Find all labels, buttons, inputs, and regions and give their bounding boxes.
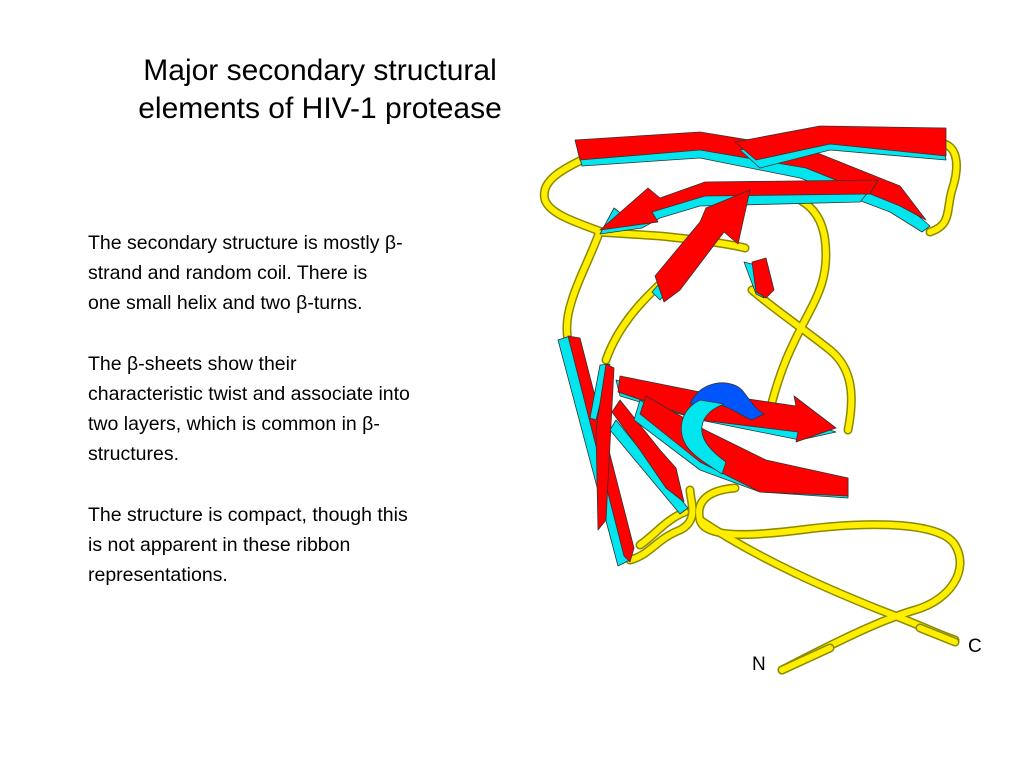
paragraph-line: representations. [88,564,228,586]
beta-turn-small [751,257,775,299]
paragraph-line: two layers, which is common in β- [88,413,380,435]
helix-front [680,399,727,475]
title-line-1: Major secondary structural [143,54,497,87]
paragraph-line: structures. [88,443,180,465]
c-terminus-label: C [968,636,982,657]
paragraph-line: one small helix and two β-turns. [88,292,363,314]
n-terminus-label: N [752,654,766,675]
helix-back [689,382,765,421]
paragraph-secondary-structure: The secondary structure is mostly β- str… [88,228,518,318]
paragraph-beta-sheets: The β-sheets show their characteristic t… [88,349,518,469]
beta-arrow-center [654,189,751,303]
body-text: The secondary structure is mostly β- str… [88,228,518,621]
paragraph-line: is not apparent in these ribbon [88,534,351,556]
paragraph-line: The β-sheets show their [88,353,297,375]
beta-strand-top-right [734,125,947,161]
paragraph-line: The secondary structure is mostly β- [88,232,403,254]
paragraph-line: characteristic twist and associate into [88,383,410,405]
beta-strand-left-inner [595,363,615,531]
beta-arrow-upper-left [599,179,879,231]
ribbon-diagram [520,110,1000,700]
paragraph-compact-structure: The structure is compact, though this is… [88,500,518,590]
termini-tails [777,623,960,675]
paragraph-line: strand and random coil. There is [88,262,368,284]
beta-strand-lower [639,395,849,497]
beta-strands [557,125,947,567]
slide-title: Major secondary structural elements of H… [100,52,540,128]
title-line-2: elements of HIV-1 protease [138,92,502,125]
paragraph-line: The structure is compact, though this [88,504,408,526]
ribbon-svg [539,125,965,675]
alpha-helix [680,382,765,475]
beta-strand-lower-left [611,399,685,503]
